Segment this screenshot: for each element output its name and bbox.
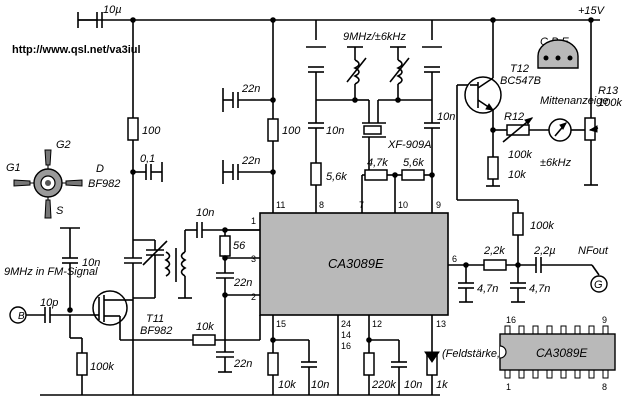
cap-01-label: 0,1 — [140, 153, 155, 165]
pin-9-label: 9 — [436, 200, 441, 210]
cap-10n-p12-label: 10n — [404, 379, 422, 391]
r12-name: R12 — [504, 111, 524, 123]
mosfet-g1-label: G1 — [6, 162, 21, 174]
pin-11-label: 11 — [276, 200, 285, 210]
pin3-network — [216, 230, 260, 373]
cap-10n-p15-label: 10n — [311, 379, 329, 391]
pin-10-label: 10 — [398, 200, 408, 210]
cap-10n-a-label: 10n — [326, 125, 344, 137]
dip-package-label: CA3089E — [536, 346, 588, 360]
pin-12-label: 12 — [372, 319, 382, 329]
pin-15-label: 15 — [276, 319, 286, 329]
supply-rail — [77, 12, 600, 28]
mosfet-d-label: D — [96, 163, 104, 175]
pin15-network — [267, 315, 339, 395]
pin-1-label: 1 — [251, 216, 256, 226]
res-10k-e-label: 10k — [508, 169, 526, 181]
pin-2-label: 2 — [251, 292, 256, 302]
pin-3-label: 3 — [251, 254, 256, 264]
connector-g-icon — [590, 275, 608, 293]
res-10k-p15-label: 10k — [278, 379, 296, 391]
cap-10n-tune-label: 10n — [196, 207, 214, 219]
cap-10n-in-label: 10n — [82, 257, 100, 269]
output-stage — [448, 84, 600, 303]
cap-47n-b-label: 4,7n — [529, 283, 550, 295]
dip-pin-16-label: 16 — [506, 315, 516, 325]
left-supply-branch — [124, 20, 163, 395]
meter-network — [486, 20, 599, 187]
pin-6-label: 6 — [452, 254, 457, 264]
supply-voltage-label: +15V — [578, 5, 606, 17]
mosfet-s-label: S — [56, 205, 64, 217]
input-signal-label: 9MHz in FM-Signal — [4, 266, 98, 278]
source-url: http://www.qsl.net/va3iul — [12, 44, 141, 56]
cap-22u-label: 2,2µ — [533, 245, 556, 257]
res-220k-label: 220k — [371, 379, 396, 391]
pin11-supply-branch — [222, 20, 279, 213]
input-stage — [9, 227, 261, 395]
dip-pin-1-label: 1 — [506, 382, 511, 392]
nfout-label: NFout — [578, 245, 609, 257]
cap-22n-c-label: 22n — [233, 277, 252, 289]
pin12-network — [363, 315, 407, 395]
pin13-network — [424, 315, 440, 395]
t11-type: BF982 — [140, 325, 172, 337]
res-100k-g-label: 100k — [90, 361, 114, 373]
crystal-type-label: XF-909A — [387, 139, 431, 151]
pin-13-label: 13 — [436, 319, 446, 329]
r12-value: 100k — [508, 149, 532, 161]
ic-label: CA3089E — [328, 256, 384, 271]
crystal-freq-label: 9MHz/±6kHz — [343, 31, 406, 43]
t12-name: T12 — [510, 63, 529, 75]
dip-pin-8-label: 8 — [602, 382, 607, 392]
dip-pin-9-label: 9 — [602, 315, 607, 325]
cap-22n-b-label: 22n — [241, 155, 260, 167]
mosfet-g2-label: G2 — [56, 139, 71, 151]
pin-7-label: 7 — [359, 200, 364, 210]
res-47k-label: 4,7k — [367, 157, 388, 169]
res-56k-label: 5,6k — [326, 171, 347, 183]
mosfet-package-icon — [13, 149, 83, 219]
res-1k-label: 1k — [436, 379, 448, 391]
meter-range: ±6kHz — [540, 157, 572, 169]
mosfet-type-label: BF982 — [88, 178, 120, 190]
dip-package-icon — [499, 325, 616, 379]
cap-22n-d-label: 22n — [233, 358, 252, 370]
crystal-network — [306, 20, 442, 213]
res-56k-b-label: 5,6k — [403, 157, 424, 169]
meter-name: Mittenanzeige — [540, 95, 609, 107]
connector-b-label: B — [18, 311, 25, 322]
res-100-a-label: 100 — [142, 125, 161, 137]
ic-ca3089e — [259, 212, 449, 316]
pin-8-label: 8 — [319, 200, 324, 210]
transistor-t12-icon — [464, 20, 502, 130]
pin-14-label: 14 — [341, 330, 351, 340]
res-10k-bias-label: 10k — [196, 321, 214, 333]
res-100-b-label: 100 — [282, 125, 301, 137]
cap-10p-label: 10p — [40, 297, 58, 309]
cap-47n-a-label: 4,7n — [477, 283, 498, 295]
r13-value: 100k — [598, 97, 622, 109]
res-22k-label: 2,2k — [483, 245, 505, 257]
cap-10u-label: 10µ — [103, 4, 122, 16]
connector-g-label: G — [594, 279, 603, 291]
t11-name: T11 — [146, 313, 164, 325]
r13-name: R13 — [598, 85, 619, 97]
res-56-label: 56 — [233, 240, 246, 252]
pin-24-label: 24 — [341, 319, 351, 329]
t12-type: BC547B — [500, 75, 541, 87]
pin-16-label: 16 — [341, 341, 351, 351]
t12-package-icon: C B E — [537, 36, 579, 69]
res-100k-p9-label: 100k — [530, 220, 554, 232]
cap-10n-b-label: 10n — [437, 111, 455, 123]
cap-22n-a-label: 22n — [241, 83, 260, 95]
